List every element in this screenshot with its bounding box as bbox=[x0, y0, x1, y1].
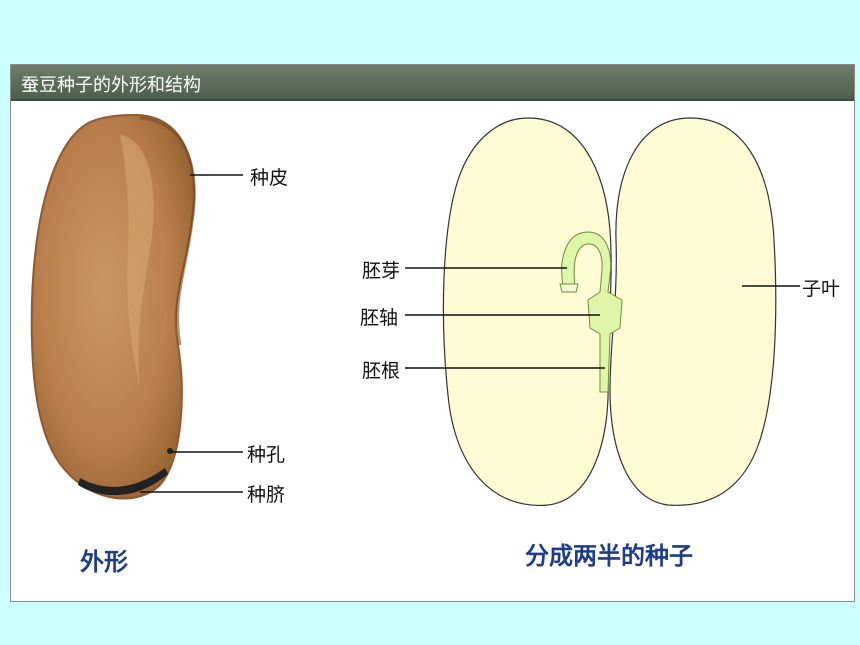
panel-header: 蚕豆种子的外形和结构 bbox=[11, 65, 854, 101]
label-micropyle: 种孔 bbox=[247, 444, 286, 466]
bean-body bbox=[30, 113, 196, 500]
plumule-tip bbox=[559, 283, 579, 293]
bean-exterior bbox=[30, 113, 196, 500]
micropyle-mark bbox=[167, 448, 173, 454]
label-hilum: 种脐 bbox=[247, 484, 286, 506]
embryo bbox=[561, 231, 623, 393]
bean-rim bbox=[139, 116, 196, 346]
label-seed-coat: 种皮 bbox=[250, 167, 289, 189]
bean-highlight bbox=[120, 135, 154, 390]
hilum-mark bbox=[78, 468, 168, 496]
split-seed bbox=[442, 117, 777, 506]
cotyledon-left bbox=[442, 117, 612, 506]
caption-split-seed: 分成两半的种子 bbox=[525, 542, 693, 570]
caption-exterior: 外形 bbox=[80, 548, 128, 576]
label-hypocotyl: 胚轴 bbox=[360, 307, 399, 329]
label-cotyledon: 子叶 bbox=[802, 278, 841, 300]
panel-title: 蚕豆种子的外形和结构 bbox=[21, 75, 201, 96]
label-radicle: 胚根 bbox=[362, 360, 401, 382]
cotyledon-right bbox=[609, 117, 777, 506]
label-plumule: 胚芽 bbox=[362, 260, 401, 282]
